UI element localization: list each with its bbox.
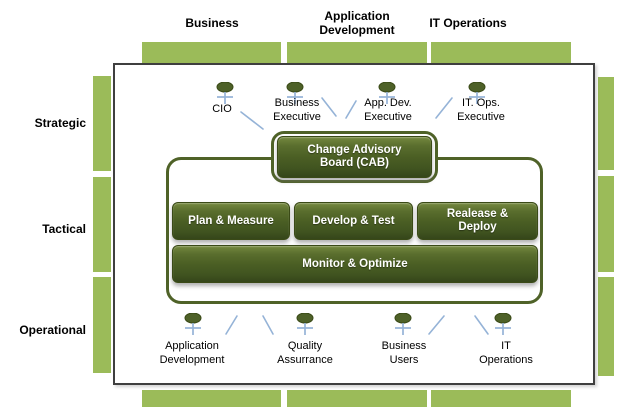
- role-label-app-dev-executive: App. Dev. Executive: [364, 97, 412, 123]
- person-icon: [286, 82, 304, 104]
- column-header-it-operations: IT Operations: [429, 16, 507, 30]
- row-label-strategic: Strategic: [34, 116, 86, 130]
- right-bar-operational: [598, 277, 614, 376]
- role-label-quality-assurance: Quality Assurrance: [277, 340, 333, 366]
- left-bar-tactical: [93, 177, 111, 272]
- top-bar-business: [142, 42, 281, 63]
- process-box-release-deploy: Realease & Deploy: [417, 202, 538, 240]
- left-bar-strategic: [93, 76, 111, 171]
- row-label-operational: Operational: [19, 323, 86, 337]
- person-icon: [378, 82, 396, 104]
- cab-box: Change Advisory Board (CAB): [277, 136, 432, 178]
- person-icon: [468, 82, 486, 104]
- bottom-bar-business: [142, 390, 281, 407]
- process-box-develop-test: Develop & Test: [294, 202, 413, 240]
- bottom-bar-application-development: [287, 390, 427, 407]
- process-box-plan-measure: Plan & Measure: [172, 202, 290, 240]
- column-header-application-development: Application Development: [319, 9, 395, 37]
- row-label-tactical: Tactical: [42, 222, 86, 236]
- process-box-monitor-optimize: Monitor & Optimize: [172, 245, 538, 283]
- right-bar-tactical: [598, 176, 614, 272]
- person-icon: [394, 313, 412, 335]
- left-bar-operational: [93, 277, 111, 373]
- person-icon: [184, 313, 202, 335]
- role-label-business-executive: Business Executive: [273, 97, 321, 123]
- role-label-it-operations: IT Operations: [479, 340, 533, 366]
- role-label-cio: CIO: [212, 103, 232, 115]
- person-icon: [494, 313, 512, 335]
- column-header-business: Business: [185, 16, 239, 30]
- top-bar-it-operations: [431, 42, 571, 63]
- person-icon: [216, 82, 234, 104]
- role-label-application-development: Application Development: [159, 340, 225, 366]
- top-bar-application-development: [287, 42, 427, 63]
- bottom-bar-it-operations: [431, 390, 571, 407]
- role-label-business-users: Business Users: [381, 340, 427, 366]
- role-label-it-ops-executive: IT. Ops. Executive: [457, 97, 505, 123]
- person-icon: [296, 313, 314, 335]
- right-bar-strategic: [598, 77, 614, 170]
